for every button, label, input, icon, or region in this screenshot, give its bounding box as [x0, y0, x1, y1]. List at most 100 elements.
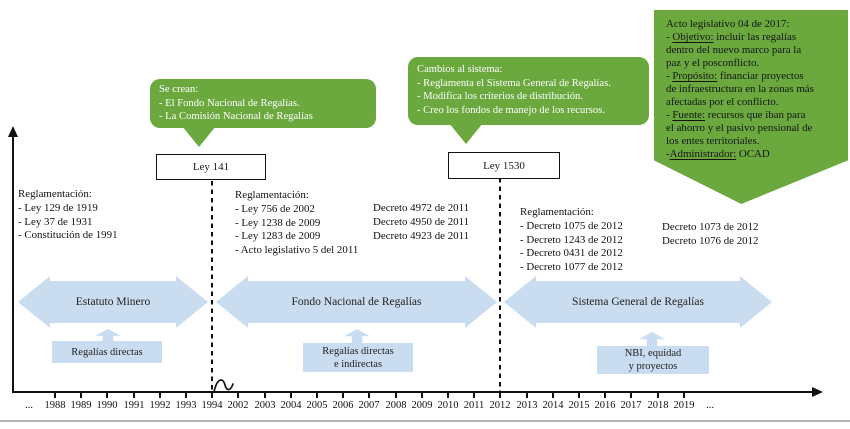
- callout-se-crean: Se crean: - El Fondo Nacional de Regalías…: [150, 79, 376, 128]
- year-tick: [526, 391, 528, 398]
- year-ellipsis: ...: [706, 400, 714, 411]
- text-line: Decreto 1073 de 2012: [662, 221, 759, 233]
- text-line: - Ley 756 de 2002: [235, 202, 315, 215]
- text-line: los entes territoriales.: [666, 135, 760, 147]
- year-label: 1994: [201, 400, 223, 411]
- year-label: 2019: [673, 400, 695, 411]
- dashed-line-2012: [499, 178, 501, 393]
- year-tick: [552, 391, 554, 398]
- year-label: 1991: [123, 400, 145, 411]
- year-tick: [342, 391, 344, 398]
- text-line: Decreto 1076 de 2012: [662, 234, 759, 247]
- year-label: 2003: [254, 400, 276, 411]
- year-tick: [106, 391, 108, 398]
- text-line: - Creo los fondos de manejo de los recur…: [417, 104, 605, 116]
- year-label: 2016: [594, 400, 616, 411]
- year-label: 2017: [620, 400, 642, 411]
- year-label: 1988: [44, 400, 66, 411]
- bottom-divider: [0, 420, 850, 422]
- text-line: - Decreto 1243 de 2012: [520, 233, 623, 246]
- year-tick: [80, 391, 82, 398]
- text-line: - Decreto 1077 de 2012: [520, 261, 623, 274]
- year-label: 2004: [280, 400, 302, 411]
- text-line: dentro del nuevo marco para la: [666, 44, 802, 56]
- text-line: - El Fondo Nacional de Regalías.: [159, 97, 300, 109]
- year-label: 2009: [411, 400, 433, 411]
- era-arrow-estatuto-minero: Estatuto Minero: [18, 276, 208, 328]
- x-axis-line: [12, 391, 814, 393]
- text-line: Se crean:: [159, 84, 199, 95]
- y-axis-arrowhead-icon: [8, 126, 18, 137]
- x-axis-arrowhead-icon: [812, 387, 823, 397]
- note-reglamentacion-fnr: Reglamentación:- Ley 756 de 2002 - Ley 12…: [235, 189, 358, 258]
- year-tick: [368, 391, 370, 398]
- tag-regalias-directas: Regalías directas: [52, 341, 162, 363]
- text-line: - La Comisión Nacional de Regalías: [159, 111, 313, 122]
- year-label: 2006: [332, 400, 354, 411]
- text-line: e indirectas: [333, 358, 383, 370]
- axis-break-squiggle-icon: [213, 379, 234, 393]
- callout-cambios-al-sistema: Cambios al sistema: - Reglamenta el Siste…: [408, 57, 649, 125]
- year-label: 2012: [489, 400, 511, 411]
- era-arrow-fondo-nacional-regalias: Fondo Nacional de Regalías: [216, 276, 497, 328]
- year-ellipsis: ...: [25, 400, 33, 411]
- year-label: 1992: [149, 400, 171, 411]
- year-label: 2011: [463, 400, 485, 411]
- text-line: el ahorro y el pasivo pensional de: [666, 122, 813, 134]
- text-line: Reglamentación:: [520, 206, 594, 218]
- text-line: - Propósito: financiar proyectos: [666, 70, 804, 82]
- text-line: de infraestructura en la zonas más: [666, 83, 814, 95]
- year-label: 2002: [227, 400, 249, 411]
- year-tick: [683, 391, 685, 398]
- text-line: - Reglamenta el Sistema General de Regal…: [417, 77, 611, 89]
- text-line: Decreto 4972 de 2011: [373, 202, 470, 214]
- year-tick: [657, 391, 659, 398]
- year-tick: [630, 391, 632, 398]
- text-line: afectadas por el conflicto.: [666, 96, 779, 108]
- year-label: 2005: [306, 400, 328, 411]
- year-label: 1990: [96, 400, 118, 411]
- text-line: Reglamentación:: [235, 189, 309, 201]
- year-tick: [237, 391, 239, 398]
- callout-acto-legislativo-2017: Acto legislativo 04 de 2017:- Objetivo: …: [654, 10, 848, 204]
- text-line: - Acto legislativo 5 del 2011: [235, 244, 359, 257]
- milestone-ley-1530: Ley 1530: [448, 152, 560, 179]
- text-line: - Ley 37 de 1931: [18, 215, 93, 228]
- text-line: Regalías directas: [322, 345, 394, 357]
- year-label: 2015: [568, 400, 590, 411]
- year-label: 1989: [70, 400, 92, 411]
- text-line: y proyectos: [628, 361, 678, 372]
- text-line: - Ley 1283 de 2009: [235, 230, 321, 243]
- text-line: Cambios al sistema:: [417, 64, 503, 75]
- text-line: - Modifica los criterios de distribución…: [417, 91, 583, 102]
- tag-nbi-equidad-proyectos: NBI, equidad y proyectos: [597, 346, 709, 374]
- year-tick: [316, 391, 318, 398]
- year-tick: [421, 391, 423, 398]
- text-line: Regalías directas: [71, 346, 143, 358]
- year-tick: [211, 391, 213, 398]
- text-line: NBI, equidad: [624, 348, 682, 359]
- year-tick: [133, 391, 135, 398]
- up-arrow-icon: [344, 329, 370, 343]
- text-line: - Ley 129 de 1919: [18, 201, 98, 214]
- year-tick: [578, 391, 580, 398]
- text-line: Decreto 4923 de 2011: [373, 229, 470, 242]
- year-tick: [290, 391, 292, 398]
- year-tick: [159, 391, 161, 398]
- year-label: 2008: [385, 400, 407, 411]
- y-axis-line: [12, 136, 14, 393]
- callout-cambios-tail-icon: [449, 123, 483, 144]
- text-line: Decreto 4950 de 2011: [373, 215, 470, 228]
- text-line: - Constitución de 1991: [18, 229, 118, 242]
- text-line: Acto legislativo 04 de 2017:: [666, 18, 790, 30]
- era-arrow-sistema-general-regalias: Sistema General de Regalías: [504, 276, 772, 328]
- year-label: 2018: [647, 400, 669, 411]
- callout-se-crean-tail-icon: [182, 126, 216, 147]
- text-line: Reglamentación:: [18, 188, 92, 200]
- year-label: 1993: [175, 400, 197, 411]
- milestone-ley-141: Ley 141: [156, 154, 266, 180]
